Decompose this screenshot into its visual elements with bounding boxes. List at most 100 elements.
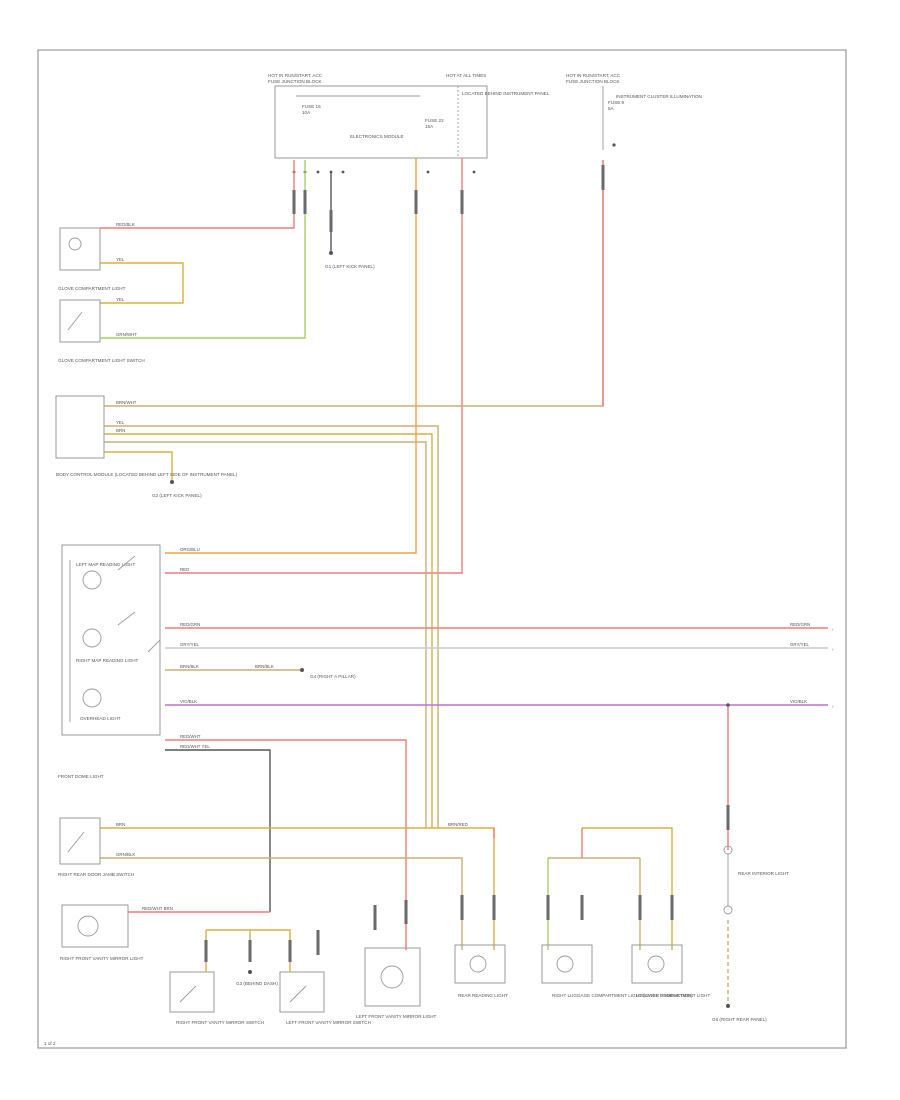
svg-text:›: ›: [832, 647, 834, 652]
left-map-bulb: [82, 570, 102, 590]
fuse-box-subtitle-right: FUSE JUNCTION BLOCK: [566, 79, 621, 84]
svg-text:FRONT DOME LIGHT: FRONT DOME LIGHT: [58, 774, 104, 779]
svg-text:RED/WHT BRN: RED/WHT BRN: [142, 906, 173, 911]
svg-text:VIO/BLK: VIO/BLK: [180, 699, 197, 704]
right-fuse-amps: 5A: [608, 106, 615, 111]
wire-red-blk-glove: [100, 160, 295, 229]
wire-red-wht-yel: [165, 749, 271, 912]
svg-text:BRN/WHT: BRN/WHT: [116, 400, 137, 405]
rear-reading-light: REAR READING LIGHT: [454, 944, 508, 998]
right-fuse-pin: [612, 143, 616, 147]
svg-text:LUGGAGE COMPARTMENT LIGHT: LUGGAGE COMPARTMENT LIGHT: [636, 993, 710, 998]
right-map-bulb: [82, 628, 102, 648]
left-front-vanity-light: LEFT FRONT VANITY MIRROR LIGHT: [356, 947, 437, 1019]
wire-luggage-yel: [582, 827, 673, 950]
wire-bcm-ground: [104, 451, 173, 480]
svg-text:BRN/BLK: BRN/BLK: [255, 664, 274, 669]
svg-text:RED: RED: [180, 567, 189, 572]
svg-text:YEL: YEL: [116, 297, 125, 302]
front-ground-label: G4 (RIGHT A PILLAR): [310, 674, 356, 679]
wire-bcm-2: [104, 433, 433, 828]
rear-interior-light: REAR INTERIOR LIGHT: [723, 845, 789, 915]
pin-g: [472, 170, 476, 174]
wire-brn-wht-bcm: [104, 160, 604, 407]
wire-grn-wht-glove: [100, 160, 306, 339]
svg-text:LEFT FRONT VANITY MIRROR LIGHT: LEFT FRONT VANITY MIRROR LIGHT: [356, 1014, 437, 1019]
right-luggage-light: RIGHT LUGGAGE COMPARTMENT LIGHT (LATER P…: [541, 944, 693, 998]
fuse-connector-pins: [292, 170, 476, 174]
wire-bcm-to-reading: [438, 827, 495, 950]
vanity-ground: G3 (BEHIND DASH): [236, 970, 278, 986]
svg-text:RIGHT MAP READING LIGHT: RIGHT MAP READING LIGHT: [76, 658, 139, 663]
svg-text:GRN/BLK: GRN/BLK: [116, 852, 135, 857]
svg-text:RED/WHT: RED/WHT: [180, 734, 201, 739]
wire-org-blu-map: [165, 158, 417, 554]
svg-text:BRN: BRN: [116, 822, 125, 827]
svg-text:GLOVE COMPARTMENT LIGHT SWITCH: GLOVE COMPARTMENT LIGHT SWITCH: [58, 358, 145, 363]
svg-text:RED/GRN: RED/GRN: [180, 622, 200, 627]
right-front-vanity-light: RIGHT FRONT VANITY MIRROR LIGHT: [60, 904, 144, 961]
edge-arrows: › › ›: [832, 627, 834, 709]
svg-text:G3 (BEHIND DASH): G3 (BEHIND DASH): [236, 981, 278, 986]
svg-text:RIGHT REAR DOOR JAMB SWITCH: RIGHT REAR DOOR JAMB SWITCH: [58, 872, 134, 877]
lf-vanity-switch: LEFT FRONT VANITY MIRROR SWITCH: [279, 971, 371, 1025]
svg-text:GLOVE COMPARTMENT LIGHT: GLOVE COMPARTMENT LIGHT: [58, 286, 126, 291]
fuse-box-title-mid: HOT AT ALL TIMES: [446, 73, 486, 78]
svg-text:BRN: BRN: [116, 428, 125, 433]
svg-text:RIGHT FRONT VANITY MIRROR SWIT: RIGHT FRONT VANITY MIRROR SWITCH: [176, 1020, 264, 1025]
wire-bcm-3: [104, 441, 427, 828]
svg-text:RED/BLK: RED/BLK: [116, 222, 135, 227]
svg-text:›: ›: [832, 704, 834, 709]
svg-text:RIGHT LUGGAGE COMPARTMENT LIGH: RIGHT LUGGAGE COMPARTMENT LIGHT (LATER P…: [552, 993, 693, 998]
svg-text:GRY/YEL: GRY/YEL: [180, 642, 200, 647]
pin-c: [316, 170, 320, 174]
svg-text:ORG/BLU: ORG/BLU: [180, 547, 200, 552]
svg-text:LEFT FRONT VANITY MIRROR SWITC: LEFT FRONT VANITY MIRROR SWITCH: [286, 1020, 371, 1025]
module-name: ELECTRONICS MODULE: [350, 134, 404, 139]
fuse-b-amps: 15A: [425, 124, 434, 129]
wire-red-wht: [165, 739, 407, 950]
svg-text:BODY CONTROL MODULE (LOCATED B: BODY CONTROL MODULE (LOCATED BEHIND LEFT…: [56, 472, 238, 477]
wire-labels: RED/BLK YEL YEL GRN/WHT BRN/WHT YEL BRN …: [116, 222, 810, 911]
svg-text:BRN/RED: BRN/RED: [448, 822, 468, 827]
diagram-frame: [37, 49, 847, 1049]
pin-e: [341, 170, 345, 174]
fuse-box-subtitle-left: FUSE JUNCTION BLOCK: [268, 79, 323, 84]
right-fuse-text: INSTRUMENT CLUSTER ILLUMINATION: [616, 94, 702, 99]
fuse-box: HOT IN RUN/START, ACC FUSE JUNCTION BLOC…: [268, 73, 702, 159]
svg-text:RED/WHT YEL: RED/WHT YEL: [180, 744, 210, 749]
ground-glove-dot: [329, 251, 333, 255]
wire-brn-door: [100, 857, 463, 950]
wire-bcm-1: [104, 425, 439, 828]
svg-text:›: ›: [832, 627, 834, 632]
wire-vanity-yel: [205, 929, 291, 972]
fuse-block-outline: [274, 85, 488, 159]
right-fuse-label: FUSE 9: [608, 100, 625, 105]
wire-yel-glove-loop: [100, 262, 184, 304]
rear-junction-dot: [726, 703, 730, 707]
right-rear-door-switch: RIGHT REAR DOOR JAMB SWITCH: [58, 817, 134, 877]
glove-compartment-switch: GLOVE COMPARTMENT LIGHT SWITCH: [58, 299, 145, 363]
svg-text:RIGHT FRONT VANITY MIRROR LIGH: RIGHT FRONT VANITY MIRROR LIGHT: [60, 956, 144, 961]
svg-text:GRY/YEL: GRY/YEL: [790, 642, 810, 647]
luggage-compartment-light: LUGGAGE COMPARTMENT LIGHT: [631, 944, 710, 998]
svg-text:GRN/WHT: GRN/WHT: [116, 332, 137, 337]
svg-text:VIO/BLK: VIO/BLK: [790, 699, 807, 704]
fuse-a-label: FUSE 16: [302, 104, 321, 109]
svg-text:BRN/BLK: BRN/BLK: [180, 664, 199, 669]
pin-f: [426, 170, 430, 174]
body-control-module: BODY CONTROL MODULE (LOCATED BEHIND LEFT…: [55, 395, 238, 477]
fuse-a-amps: 10A: [302, 110, 311, 115]
rear-ground-label: G6 (RIGHT REAR PANEL): [712, 1017, 767, 1022]
page-number: 1 of 2: [44, 1041, 56, 1046]
bcm-ground-label: G2 (LEFT KICK PANEL): [152, 493, 202, 498]
wire-red-map: [165, 158, 463, 574]
rf-vanity-switch: RIGHT FRONT VANITY MIRROR SWITCH: [169, 971, 264, 1025]
glove-ground-label: G1 (LEFT KICK PANEL): [325, 264, 375, 269]
svg-text:REAR READING LIGHT: REAR READING LIGHT: [458, 993, 508, 998]
svg-text:LEFT MAP READING LIGHT: LEFT MAP READING LIGHT: [76, 562, 135, 567]
svg-text:YEL: YEL: [116, 420, 125, 425]
ground-bcm-dot: [170, 480, 174, 484]
ground-front-dot: [300, 668, 304, 672]
